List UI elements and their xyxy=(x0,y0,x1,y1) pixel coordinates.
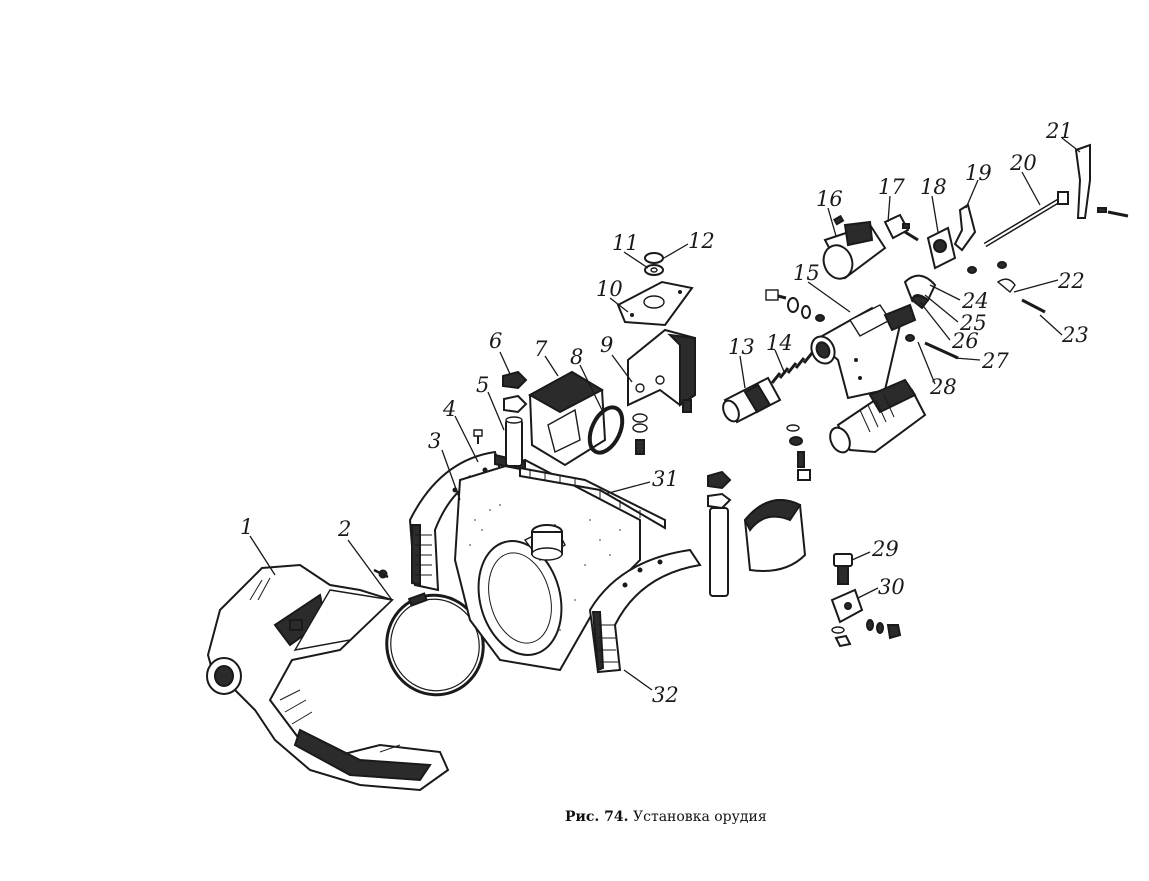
part-11-12-washers xyxy=(644,252,664,276)
part-9-bracket xyxy=(627,328,696,413)
callout-32: 32 xyxy=(652,683,679,707)
bolt-stack-center xyxy=(786,424,811,481)
callout-5: 5 xyxy=(476,373,489,397)
part-5-pin xyxy=(505,416,523,467)
callout-2: 2 xyxy=(337,517,351,541)
part-7-bracket xyxy=(527,370,607,467)
callout-14: 14 xyxy=(766,331,793,355)
part-21-bracket xyxy=(1074,143,1129,219)
callout-27: 27 xyxy=(981,349,1009,373)
callout-4: 4 xyxy=(442,397,456,421)
callout-9: 9 xyxy=(600,333,613,357)
bolt-washer-row xyxy=(765,289,825,322)
small-bolts-under-9 xyxy=(632,413,648,455)
part-20-rod xyxy=(983,191,1069,248)
part-16-solenoid xyxy=(822,214,887,280)
part-29-bolt xyxy=(833,553,853,585)
callout-7: 7 xyxy=(534,337,548,361)
figure-caption: Рис. 74. Установка орудия xyxy=(565,809,767,825)
part-6-nut xyxy=(502,370,528,414)
part-10-plate xyxy=(616,280,694,327)
cover-cap xyxy=(743,499,807,572)
part-19-pawl xyxy=(953,203,977,252)
part-22-23-27-28-pins xyxy=(905,261,1046,360)
callout-10: 10 xyxy=(596,277,623,301)
callout-13: 13 xyxy=(728,335,755,359)
callout-1: 1 xyxy=(240,515,253,539)
callout-24: 24 xyxy=(961,289,989,313)
callout-6: 6 xyxy=(489,329,502,353)
callout-29: 29 xyxy=(871,537,899,561)
figure-number: Рис. 74. xyxy=(565,809,629,825)
part-24-25-26-clamp xyxy=(903,274,937,310)
callout-31: 31 xyxy=(652,467,679,491)
callout-23: 23 xyxy=(1061,323,1089,347)
part-32-right-segment xyxy=(588,548,702,674)
part-30-yoke xyxy=(830,588,902,648)
callout-18: 18 xyxy=(920,175,947,199)
part-17-connector xyxy=(883,213,919,242)
part-2-clamp-ring xyxy=(373,568,485,697)
callout-15: 15 xyxy=(793,261,820,285)
part-15-housing xyxy=(810,303,917,400)
part-8-ring xyxy=(587,405,625,455)
callout-16: 16 xyxy=(816,187,843,211)
callout-20: 20 xyxy=(1009,151,1037,175)
callout-22: 22 xyxy=(1057,269,1085,293)
leader-lines xyxy=(249,137,1081,691)
callout-labels: 1 2 3 4 5 6 7 8 9 10 11 12 13 14 15 16 1… xyxy=(240,119,1089,707)
pin-right xyxy=(707,470,732,597)
callout-17: 17 xyxy=(878,175,905,199)
part-13-cylinder xyxy=(722,376,782,424)
figure-title: Установка орудия xyxy=(633,809,767,825)
part-31-top-plate xyxy=(519,466,666,530)
callout-12: 12 xyxy=(688,229,715,253)
solenoid-cylinder xyxy=(829,378,927,454)
callout-26: 26 xyxy=(951,329,979,353)
callout-25: 25 xyxy=(959,311,987,335)
callout-28: 28 xyxy=(929,375,957,399)
callout-11: 11 xyxy=(612,231,639,255)
callout-8: 8 xyxy=(570,345,583,369)
callout-3: 3 xyxy=(428,429,441,453)
callout-19: 19 xyxy=(965,161,992,185)
callout-21: 21 xyxy=(1045,119,1073,143)
part-1-cradle xyxy=(206,563,450,792)
part-18-lever xyxy=(926,226,957,270)
callout-30: 30 xyxy=(878,575,905,599)
